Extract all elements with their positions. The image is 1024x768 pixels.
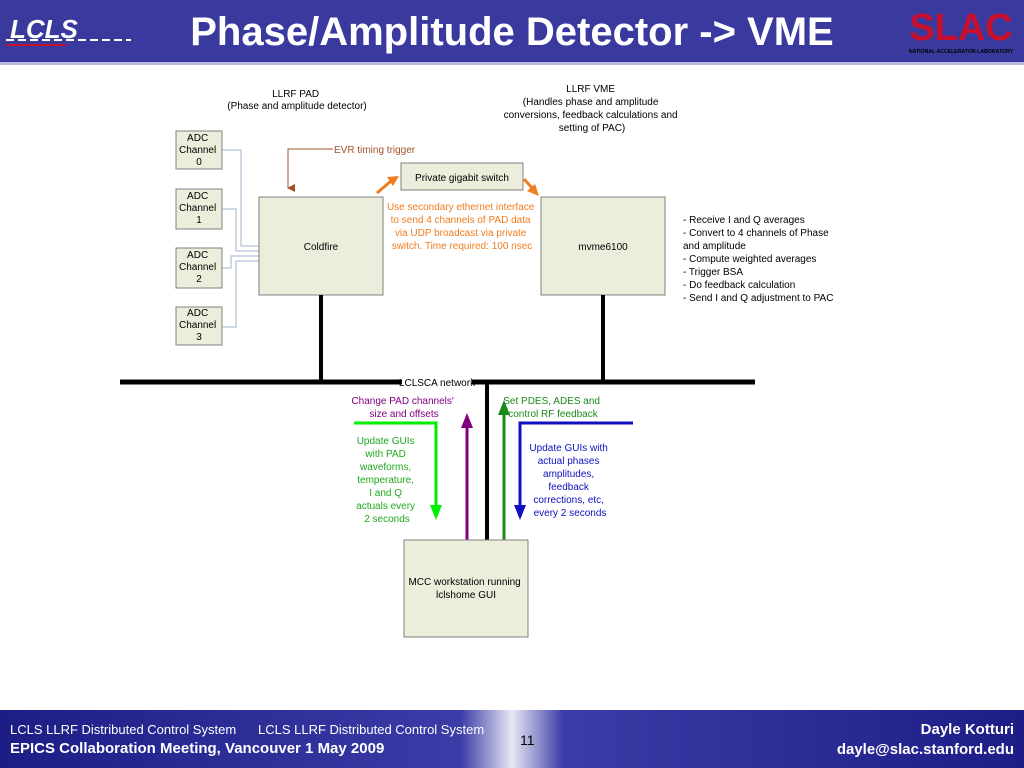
adc-connectors [222,149,259,328]
footer-author: Dayle Kotturi [920,721,1014,738]
slac-logo-subtitle: NATIONAL ACCELERATOR LABORATORY [909,49,1014,55]
update-pad-gui-label: Update GUIs with PAD waveforms, temperat… [356,436,418,525]
change-pad-arrow [461,413,473,540]
footer-title: LCLS LLRF Distributed Control System [10,722,237,737]
slac-logo-text: SLAC [909,7,1012,49]
slide-footer [0,710,1024,768]
update-actual-gui-arrow [514,421,633,520]
switch-arrows [376,176,539,196]
diagram-canvas: LLRF PAD (Phase and amplitude detector) … [120,84,833,638]
slac-logo: SLAC NATIONAL ACCELERATOR LABORATORY [900,4,1022,60]
network-label-bg [402,376,472,388]
set-pdes-label: Set PDES, ADES and control RF feedback [503,396,603,420]
coldfire-box: Coldfire [258,196,384,296]
mcc-workstation-box: MCC workstation running lclshome GUI [403,539,529,638]
svg-text:MCC workstation running: MCC workstation running lclshome GUI [408,577,523,601]
page-number: 11 [520,732,535,748]
update-pad-gui-arrow [354,421,442,520]
svg-text:ADC Channel 1: ADC Channel 1 [179,191,219,226]
network-label: LCLSCA network [399,378,476,389]
svg-text:mvme6100: mvme6100 [578,242,628,253]
footer-title-repeat: LCLS LLRF Distributed Control System [258,722,485,737]
update-actual-gui-label: Update GUIs with actual phases amplitude… [529,443,610,519]
header-divider [0,62,1024,65]
slide-header [0,0,1024,62]
adc-channel-2: ADC Channel 2 [175,247,223,289]
adc-channel-0: ADC Channel 0 [175,130,223,170]
adc-channel-1: ADC Channel 1 [175,188,223,230]
pad-header: LLRF PAD (Phase and amplitude detector) [227,89,367,112]
lcls-logo: LCLS [6,14,131,46]
svg-text:ADC Channel 0: ADC Channel 0 [179,133,219,168]
footer-email: dayle@slac.stanford.edu [836,741,1014,758]
slide-title: Phase/Amplitude Detector -> VME [190,10,834,54]
svg-text:ADC Channel 2: ADC Channel 2 [179,250,219,285]
footer-conference: EPICS Collaboration Meeting, Vancouver 1… [10,740,385,757]
private-switch-box: Private gigabit switch [400,162,524,191]
svg-text:Coldfire: Coldfire [304,242,339,253]
evr-label: EVR timing trigger [334,145,416,156]
adc-channel-3: ADC Channel 3 [175,306,223,346]
svg-text:Private gigabit switch: Private gigabit switch [415,173,509,184]
lcls-logo-text: LCLS [10,14,79,44]
evr-trigger-arrow [287,148,333,192]
set-pdes-arrow [498,400,510,540]
ethernet-note: Use secondary ethernet interface to send… [387,202,537,252]
mvme-task-list: - Receive I and Q averages - Convert to … [683,215,833,304]
change-pad-label: Change PAD channels' size and offsets [351,396,456,420]
mvme6100-box: mvme6100 [540,196,666,296]
vme-header: LLRF VME (Handles phase and amplitude co… [504,84,681,134]
svg-text:ADC Channel 3: ADC Channel 3 [179,308,219,343]
